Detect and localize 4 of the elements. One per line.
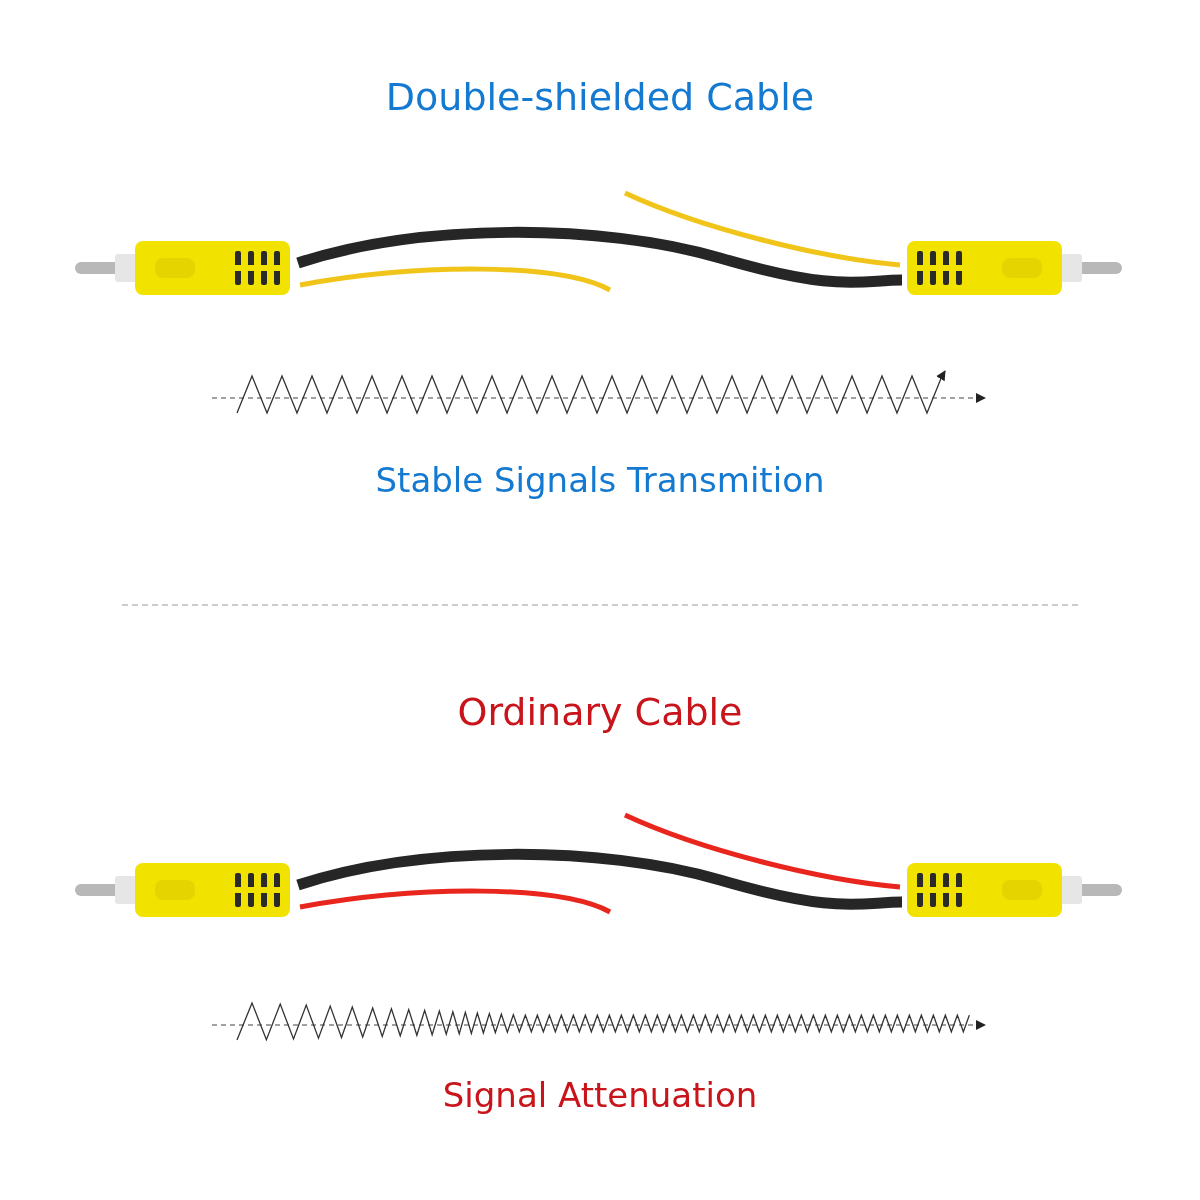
section-heading: Double-shielded Cable [385,75,815,119]
caption-text: Signal Attenuation [442,1075,758,1115]
section-heading: Ordinary Cable [457,690,743,734]
caption-text: Stable Signals Transmition [375,460,825,500]
